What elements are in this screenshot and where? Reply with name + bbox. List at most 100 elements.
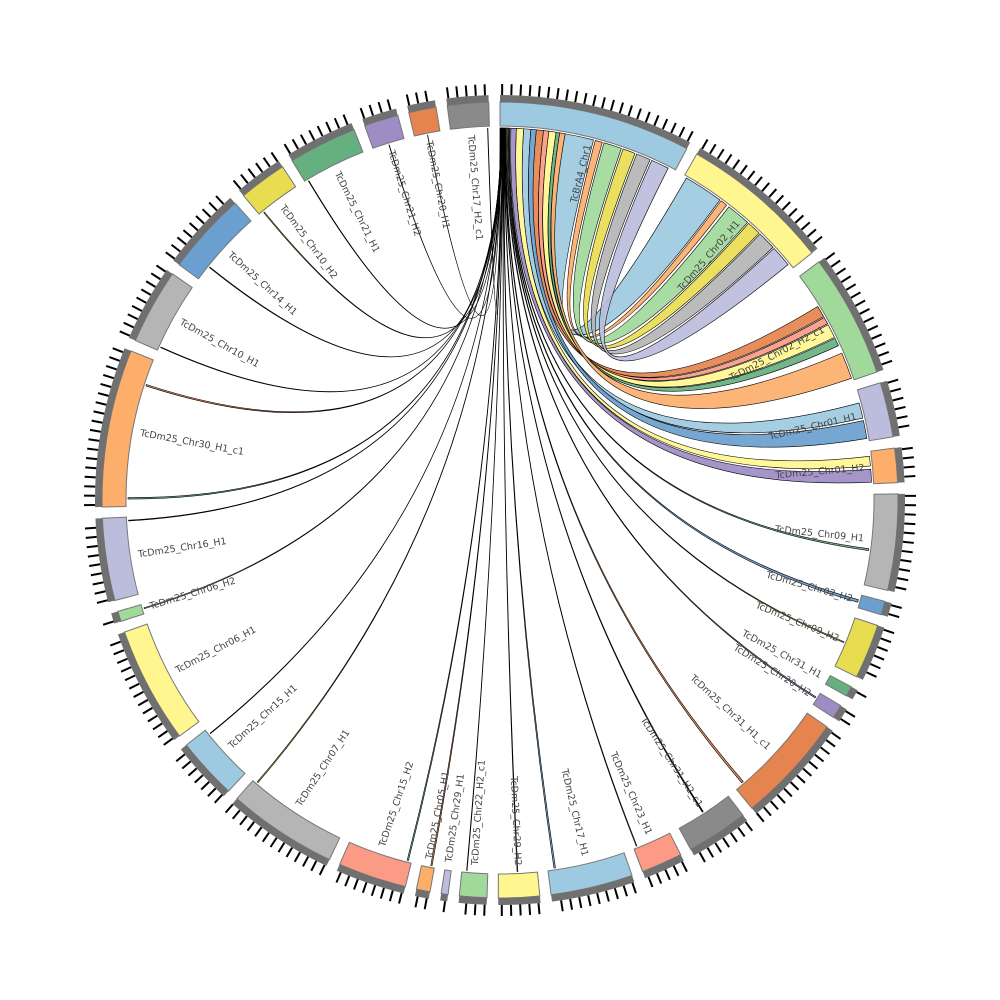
sector-block[interactable]	[870, 447, 899, 485]
sector-TcDm25_Chr31_H1[interactable]	[824, 674, 867, 700]
sector-label: TcDm25_Chr17_H2_c1	[465, 134, 485, 241]
sector-TcDm25_Chr17_H1[interactable]	[547, 852, 637, 912]
sector-block[interactable]	[678, 795, 744, 851]
axis-tick	[181, 760, 192, 770]
sector-block[interactable]	[497, 871, 541, 899]
chord-ribbon	[515, 128, 871, 470]
sector-block[interactable]	[856, 382, 894, 442]
axis-tick	[455, 86, 459, 98]
sector-TcDm25_Chr10_H2[interactable]	[232, 151, 297, 215]
sector-block[interactable]	[291, 129, 364, 182]
sector-TcDm25_Chr29_H2[interactable]	[497, 871, 541, 917]
axis-tick	[87, 447, 99, 451]
sector-block[interactable]	[834, 617, 879, 678]
axis-tick	[528, 85, 532, 97]
sector-block[interactable]	[242, 165, 297, 215]
axis-tick	[353, 878, 359, 890]
sector-TcDm25_Chr23_H1[interactable]	[633, 832, 688, 888]
sector-TcDm25_Chr20_H1[interactable]	[405, 90, 441, 137]
axis-tick	[131, 304, 143, 312]
sector-TcDm25_Chr17_H2_c1[interactable]	[445, 84, 490, 130]
chord-ribbon	[502, 127, 519, 872]
sector-TcDm25_Chr10_H1[interactable]	[119, 264, 193, 351]
axis-tick	[91, 419, 103, 424]
axis-band	[751, 726, 833, 814]
axis-band	[238, 160, 283, 196]
sector-TcDm25_Chr02_H2[interactable]	[857, 594, 902, 619]
axis-tick	[768, 188, 778, 198]
sector-block[interactable]	[101, 350, 154, 508]
sector-block[interactable]	[857, 594, 886, 616]
sector-TcDm25_Chr31_H1_c1[interactable]	[735, 712, 842, 823]
sector-block[interactable]	[408, 106, 441, 137]
axis-tick	[254, 826, 263, 837]
sector-block[interactable]	[458, 871, 489, 899]
sector-TcDm25_Chr30_H1_c1[interactable]	[84, 347, 154, 508]
chord-ribbon	[209, 127, 502, 358]
axis-tick	[175, 753, 186, 763]
sector-block[interactable]	[440, 869, 452, 896]
sector-block[interactable]	[824, 674, 853, 697]
sector-block[interactable]	[812, 692, 842, 719]
sector-TcDm25_Chr09_H1[interactable]	[863, 493, 916, 592]
sector-TcDm25_Chr14_H1[interactable]	[165, 195, 252, 280]
sector-TcDm25_Chr20_H2[interactable]	[812, 692, 856, 726]
sector-block[interactable]	[735, 712, 828, 809]
sector-block[interactable]	[547, 852, 633, 896]
axis-tick	[808, 760, 819, 770]
sector-block[interactable]	[134, 273, 193, 351]
sector-block[interactable]	[101, 516, 139, 602]
axis-tick	[335, 871, 342, 883]
axis-tick	[170, 243, 181, 253]
sector-TcDm25_Chr15_H1[interactable]	[175, 729, 246, 804]
sector-block[interactable]	[117, 604, 145, 622]
sector-TcDm25_Chr15_H2[interactable]	[335, 841, 412, 904]
sector-TcDm25_Chr02_H1[interactable]	[684, 138, 823, 269]
axis-tick	[318, 864, 326, 876]
axis-tick	[901, 549, 913, 554]
axis-tick	[744, 821, 754, 832]
sector-TcDm25_Chr09_H2[interactable]	[834, 617, 895, 680]
sector-block[interactable]	[364, 114, 405, 149]
axis-tick	[871, 333, 883, 340]
axis-tick	[781, 201, 791, 211]
axis-tick	[656, 872, 663, 884]
sector-TcDm25_Chr07_H1[interactable]	[224, 779, 341, 876]
sector-TcDm25_Chr31_H2_c1[interactable]	[678, 795, 754, 863]
sector-block[interactable]	[446, 101, 490, 130]
sector-block[interactable]	[123, 623, 200, 737]
sector-block[interactable]	[415, 865, 435, 893]
sector-TcBrA4_Chr1[interactable]	[499, 84, 694, 171]
axis-tick	[201, 208, 212, 218]
axis-tick	[605, 890, 610, 902]
sector-TcDm25_Chr22_H2_c1[interactable]	[458, 871, 489, 916]
axis-tick	[231, 809, 241, 820]
sector-TcDm25_Chr06_H2[interactable]	[102, 604, 145, 626]
sector-TcDm25_Chr02_H2_c1[interactable]	[798, 252, 893, 381]
axis-tick	[157, 730, 168, 739]
axis-band	[880, 380, 900, 437]
sector-TcDm25_Chr21_H2[interactable]	[359, 99, 405, 149]
sector-TcDm25_Chr05_H1[interactable]	[414, 865, 435, 910]
sector-block[interactable]	[178, 202, 252, 280]
axis-tick	[592, 94, 597, 107]
sector-block[interactable]	[339, 841, 412, 888]
sector-TcDm25_Chr06_H1[interactable]	[109, 623, 200, 746]
axis-tick	[519, 904, 522, 916]
sector-TcDm25_Chr01_H1[interactable]	[856, 378, 910, 442]
sector-block[interactable]	[798, 261, 878, 381]
sector-block[interactable]	[185, 729, 246, 792]
sector-block[interactable]	[633, 832, 682, 873]
axis-tick	[866, 671, 877, 678]
chord-ribbon	[466, 127, 504, 871]
sector-TcDm25_Chr01_H2[interactable]	[870, 446, 916, 485]
sector-block[interactable]	[236, 779, 341, 861]
sector-block[interactable]	[684, 153, 813, 269]
axis-tick	[344, 875, 351, 887]
sector-TcDm25_Chr16_H1[interactable]	[84, 516, 139, 604]
sector-TcDm25_Chr21_H1[interactable]	[283, 114, 364, 182]
axis-tick	[187, 767, 198, 777]
axis-tick	[163, 737, 174, 746]
sector-TcDm25_Chr29_H1[interactable]	[440, 869, 452, 913]
